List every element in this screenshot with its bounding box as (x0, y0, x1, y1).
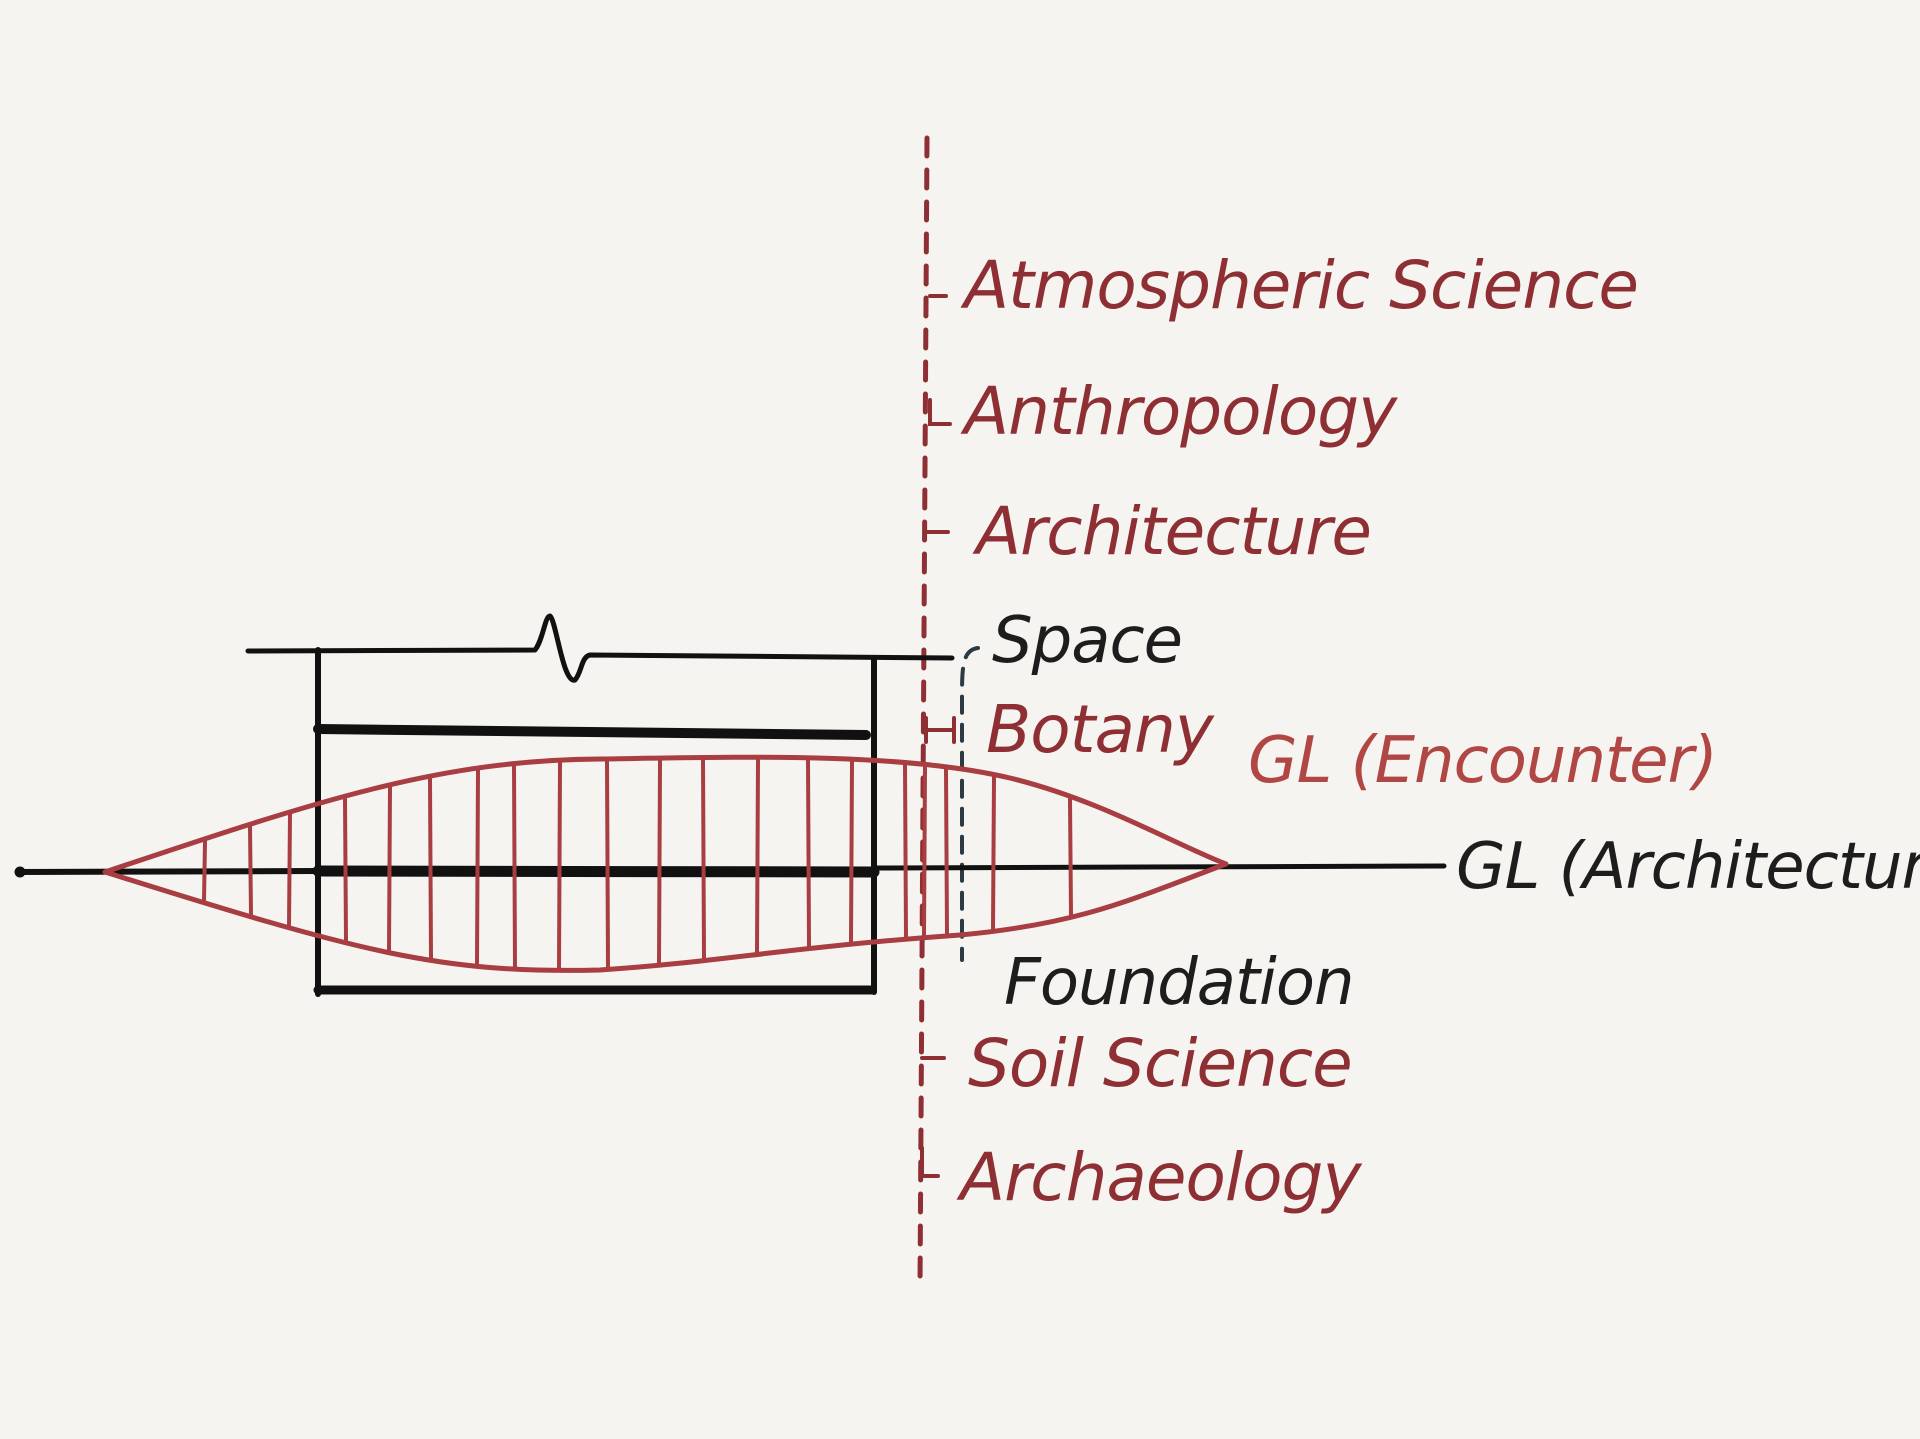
label-soil-science: Soil Science (968, 1025, 1352, 1102)
lens-hatch-line (557, 761, 562, 970)
ground-line-right (871, 863, 1447, 871)
label-gl-architecture: GL (Architecture) (1456, 830, 1920, 904)
axis-ticks (920, 294, 956, 1178)
upper-floor-slab (313, 724, 871, 740)
ground-line-left (17, 868, 321, 875)
lens-hatch-line (806, 758, 811, 948)
lens-hatch-line (512, 764, 517, 969)
lens-hatch-line (944, 767, 949, 936)
lens-hatch-line (287, 812, 292, 928)
label-archaeology: Archaeology (956, 1139, 1362, 1216)
encounter-lens-outline (102, 754, 1229, 973)
lens-hatch-line (657, 759, 662, 965)
ground-line-inside (312, 865, 880, 878)
discipline-axis-dotted-line (917, 135, 930, 1291)
label-botany: Botany (986, 691, 1215, 768)
lens-hatch-line (755, 758, 760, 954)
lens-hatch-line (428, 777, 433, 960)
tick-anthropology (928, 398, 952, 426)
lens-hatch-line (248, 825, 253, 916)
lens-hatch-line (605, 759, 610, 969)
label-atmospheric-science: Atmospheric Science (960, 247, 1638, 324)
lens-hatch-line (701, 758, 706, 960)
roof-line-with-break (245, 613, 955, 683)
encounter-lens-hatching (202, 758, 1073, 970)
lens-hatch-line (903, 763, 908, 939)
discipline-labels: Atmospheric Science Anthropology Archite… (956, 247, 1920, 1216)
lens-hatch-line (475, 768, 480, 966)
building-section (14, 613, 1447, 997)
lens-hatch-line (343, 797, 348, 942)
ground-line-endpoint (14, 866, 26, 878)
lens-hatch-line (387, 785, 392, 952)
label-gl-encounter: GL (Encounter) (1248, 724, 1717, 798)
lens-hatch-line (991, 775, 996, 931)
label-architecture: Architecture (972, 493, 1371, 570)
label-anthropology: Anthropology (960, 373, 1398, 450)
lens-hatch-line (849, 760, 854, 944)
lens-hatch-line (922, 765, 927, 937)
tick-botany (924, 716, 956, 744)
lens-hatch-line (1068, 797, 1073, 917)
lens-hatch-line (202, 839, 207, 903)
foundation-dashed-line (960, 646, 980, 962)
tick-archaeology (920, 1146, 940, 1178)
label-space: Space (992, 604, 1182, 678)
label-foundation: Foundation (1004, 946, 1354, 1020)
